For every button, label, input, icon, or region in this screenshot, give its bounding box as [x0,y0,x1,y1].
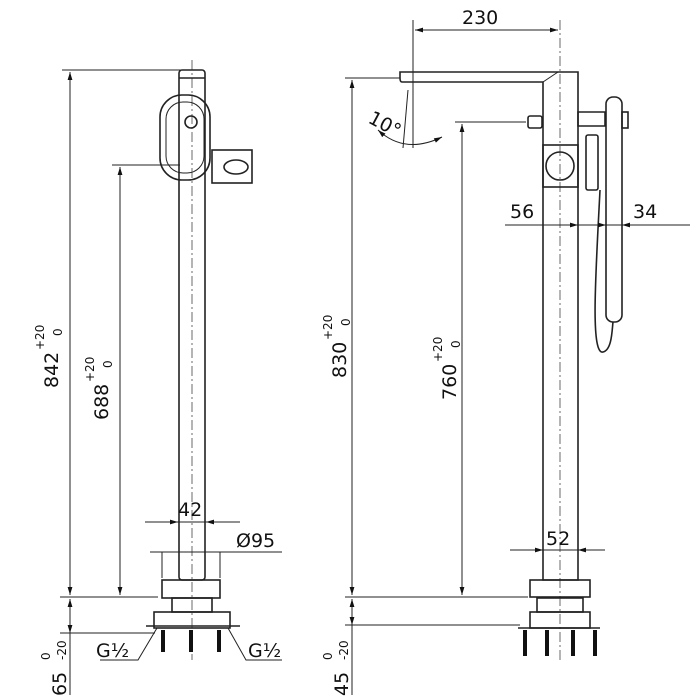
left-base-height-value: 65 [49,672,71,696]
right-view-drawing [345,20,690,695]
right-height-outlet-tol-lower: 0 [449,340,463,348]
pipe-diameter-label: 42 [178,499,202,521]
left-height-outlet-tol-upper: +20 [83,357,97,382]
left-base-height-tol-lower: -20 [55,640,69,660]
thread-right-label: G½ [248,640,281,662]
left-view-drawing [60,60,282,695]
shower-offset-label: 34 [633,201,657,223]
spout-reach-label: 230 [462,7,498,29]
right-base-height-tol-lower: -20 [337,640,351,660]
body-offset-label: 56 [510,201,534,223]
left-base-height-tol-upper: 0 [39,652,53,660]
thread-left-label: G½ [96,640,129,662]
left-height-total-value: 842 [41,352,63,388]
left-height-outlet-value: 688 [91,384,113,420]
right-height-total-tol-upper: +20 [321,315,335,340]
right-height-total-value: 830 [329,342,351,378]
left-height-total-tol-lower: 0 [51,328,65,336]
right-base-height-value: 45 [331,672,353,696]
right-height-outlet-value: 760 [439,364,461,400]
right-height-total-tol-lower: 0 [339,318,353,326]
left-height-total-tol-upper: +20 [33,325,47,350]
pipe-width-label: 52 [546,528,570,550]
right-height-outlet-tol-upper: +20 [431,337,445,362]
left-height-outlet-tol-lower: 0 [101,360,115,368]
right-base-height-tol-upper: 0 [321,652,335,660]
base-diameter-label: Ø95 [236,530,275,552]
spout-angle-label: 10° [365,107,405,142]
